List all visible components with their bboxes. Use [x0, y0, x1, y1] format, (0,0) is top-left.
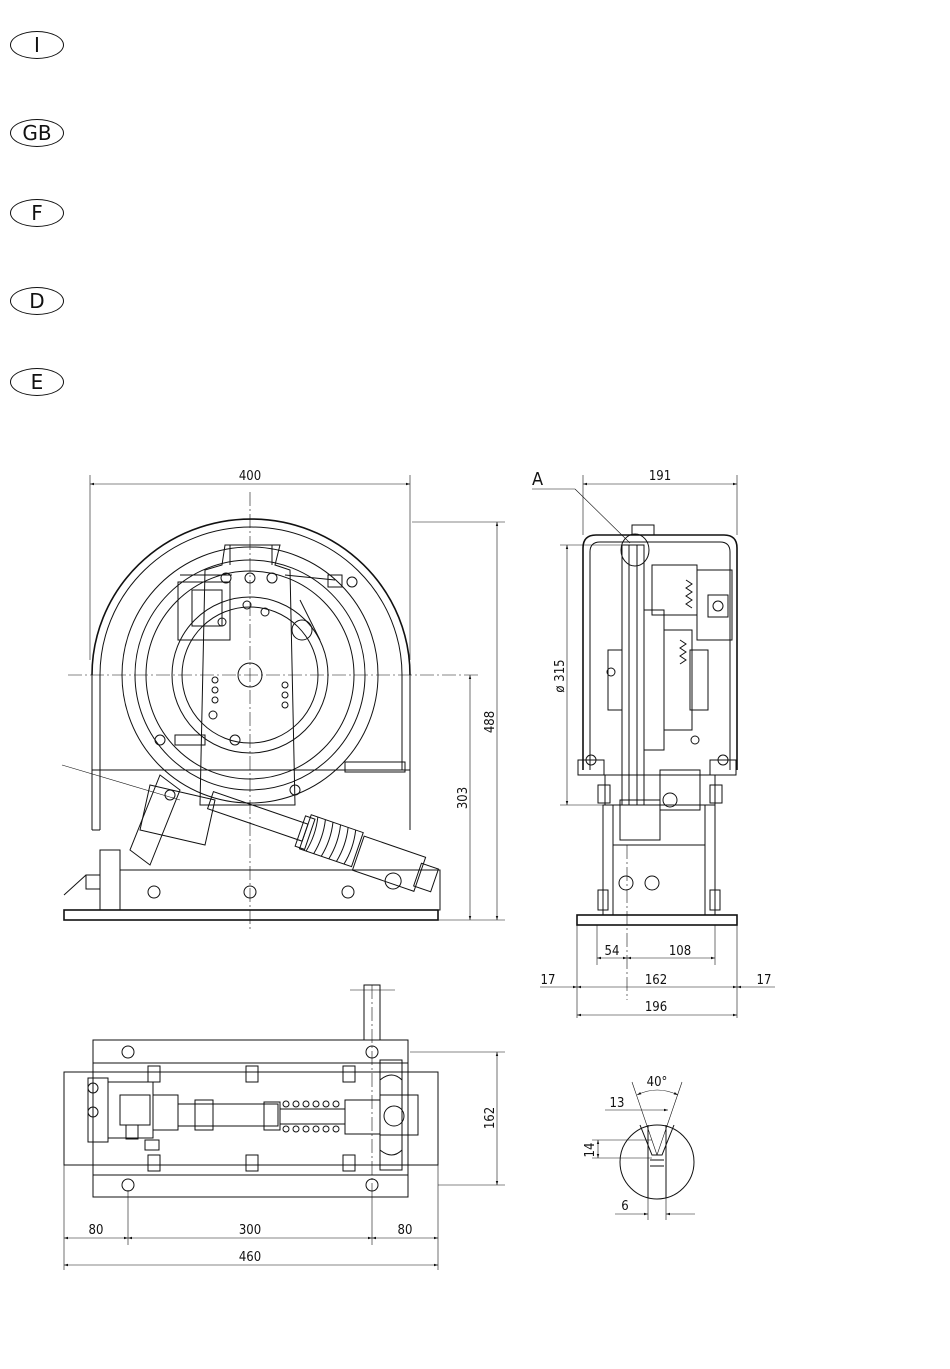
side-dim-196: 196	[645, 1000, 667, 1015]
groove-dim-14: 14	[583, 1143, 598, 1158]
groove-angle-dimension: 40°	[647, 1075, 668, 1090]
side-view: A 191 ø 315	[532, 469, 775, 1018]
side-dim-17-left: 17	[541, 973, 556, 988]
top-overall-dimension: 460	[239, 1250, 261, 1265]
top-dim-80-right: 80	[398, 1223, 413, 1238]
top-view: 162 80 300 80 460	[64, 985, 505, 1270]
side-dim-108: 108	[669, 944, 691, 959]
front-width-dimension: 400	[239, 469, 261, 484]
front-view: 400	[62, 469, 505, 930]
detail-groove: 40° 13 14 6	[583, 1075, 695, 1220]
groove-dim-13: 13	[610, 1096, 625, 1111]
top-depth-dimension: 162	[483, 1107, 498, 1129]
front-height-dimension: 488	[483, 711, 498, 733]
top-dim-300: 300	[239, 1223, 261, 1238]
side-width-dimension: 191	[649, 469, 671, 484]
side-dim-17-right: 17	[757, 973, 772, 988]
detail-marker-a: A	[532, 469, 543, 490]
top-dim-80-left: 80	[89, 1223, 104, 1238]
front-axis-height-dimension: 303	[456, 787, 471, 809]
sheave-diameter-dimension: ø 315	[553, 659, 568, 692]
groove-dim-6: 6	[621, 1199, 628, 1214]
side-dim-54: 54	[605, 944, 620, 959]
side-dim-162: 162	[645, 973, 667, 988]
